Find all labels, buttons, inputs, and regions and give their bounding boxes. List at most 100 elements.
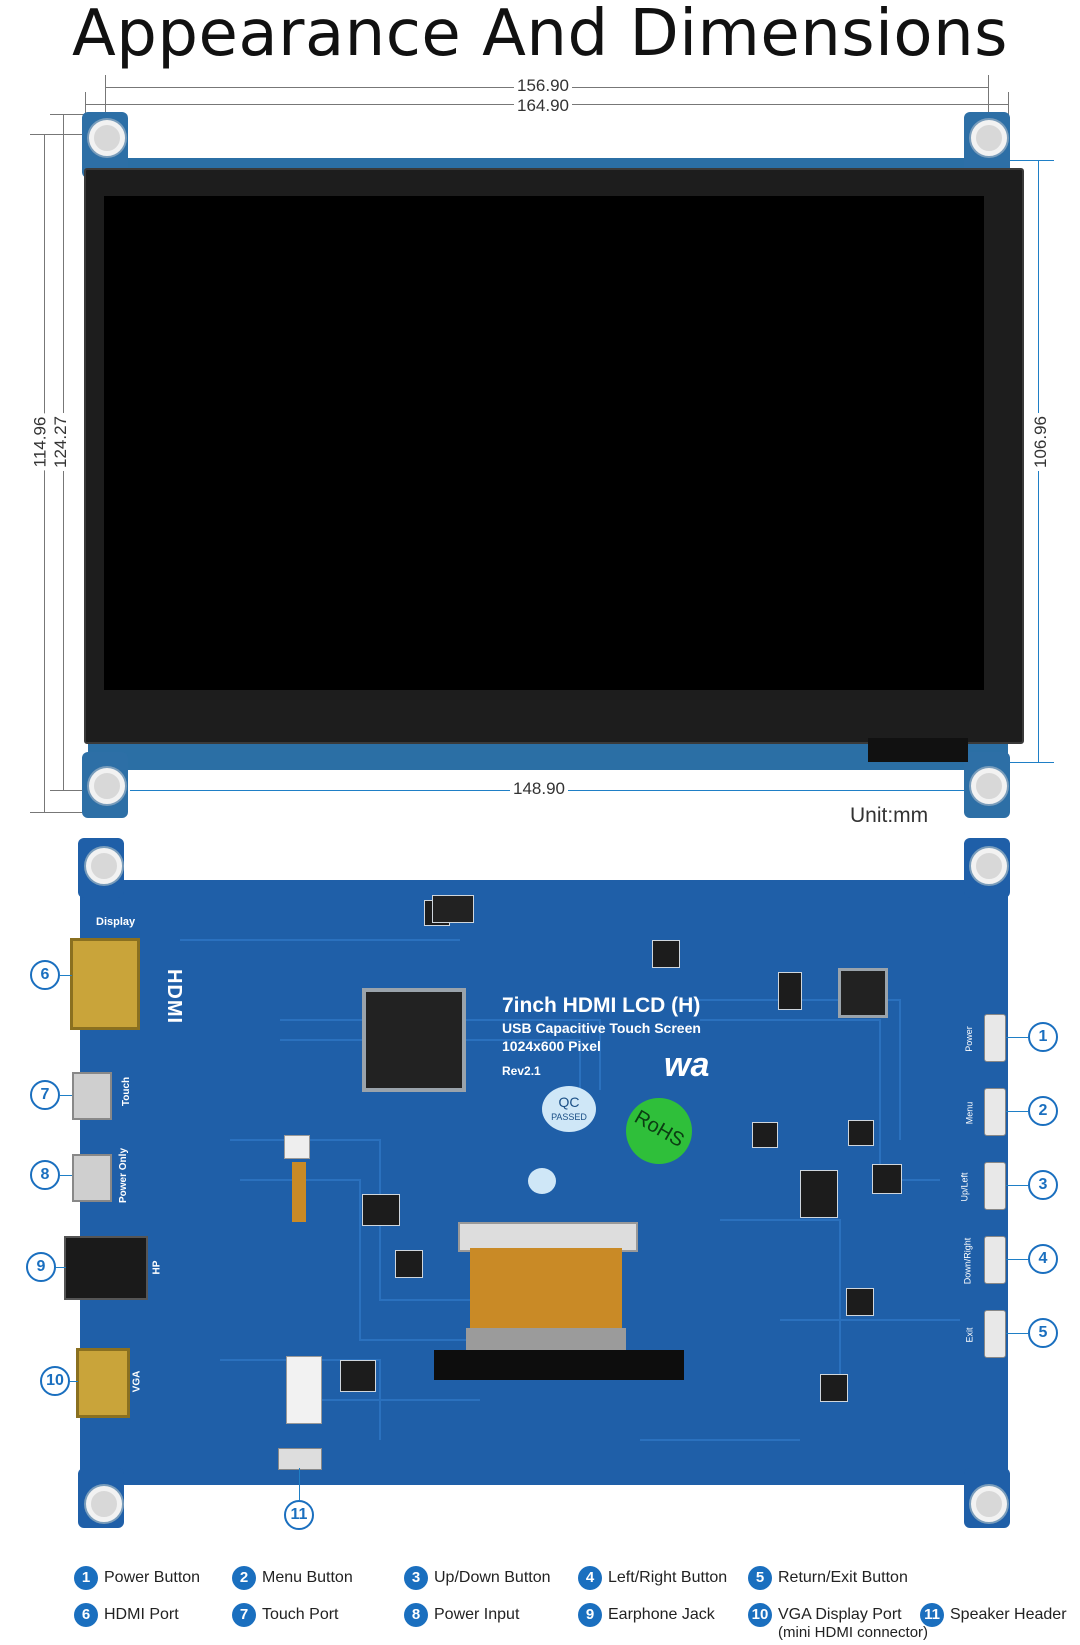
legend-num-4: 4 xyxy=(578,1566,602,1590)
legend-num-8: 8 xyxy=(404,1603,428,1627)
hdmi-port xyxy=(70,938,140,1030)
callout-leader xyxy=(56,1267,66,1268)
dim-left-outer: 124.27 xyxy=(51,413,71,471)
pcb-label-display: Display xyxy=(96,916,136,928)
rohs-sticker: RoHS xyxy=(626,1098,692,1164)
dim-ext-line xyxy=(1008,92,1009,122)
mount-hole xyxy=(86,1486,122,1522)
dim-ext-line xyxy=(30,134,85,135)
mount-hole xyxy=(971,1486,1007,1522)
legend-num-10: 10 xyxy=(748,1603,772,1627)
pcb-label-power-only: Power Only xyxy=(118,1147,130,1204)
smd-component xyxy=(820,1374,848,1402)
mount-hole xyxy=(86,848,122,884)
pcb-label-hp: HP xyxy=(151,1260,163,1275)
callout-leader xyxy=(1006,1259,1028,1260)
legend-label-6: HDMI Port xyxy=(104,1606,179,1623)
power-button[interactable] xyxy=(984,1014,1006,1062)
smd-component xyxy=(752,1122,778,1148)
dim-top-inner: 156.90 xyxy=(514,76,572,96)
legend-num-11: 11 xyxy=(920,1603,944,1627)
callout-leader xyxy=(1006,1333,1028,1334)
qc-passed-text: PASSED xyxy=(551,1112,587,1122)
btn-label-power: Power xyxy=(963,1026,974,1052)
btn-label-up-left: Up/Left xyxy=(959,1172,970,1202)
earphone-jack xyxy=(64,1236,148,1300)
qc-text: QC xyxy=(558,1094,580,1110)
callout-10: 10 xyxy=(40,1366,70,1396)
legend-label-5: Return/Exit Button xyxy=(778,1569,908,1586)
legend-label-10: VGA Display Port xyxy=(778,1606,902,1623)
callout-5: 5 xyxy=(1028,1318,1058,1348)
smd-component xyxy=(872,1164,902,1194)
smd-component xyxy=(340,1360,376,1392)
btn-label-menu: Menu xyxy=(964,1101,975,1125)
small-flex xyxy=(292,1162,306,1222)
mount-hole xyxy=(971,768,1007,804)
legend-label-1: Power Button xyxy=(104,1569,201,1586)
callout-leader xyxy=(1006,1111,1028,1112)
mount-hole xyxy=(971,848,1007,884)
callout-leader xyxy=(70,1381,78,1382)
legend-label-11: Speaker Header xyxy=(950,1606,1067,1623)
exit-button[interactable] xyxy=(984,1310,1006,1358)
legend-num-6: 6 xyxy=(74,1603,98,1627)
down-right-button[interactable] xyxy=(984,1236,1006,1284)
callout-1: 1 xyxy=(1028,1022,1058,1052)
btn-label-exit: Exit xyxy=(964,1327,975,1343)
callout-8: 8 xyxy=(30,1160,60,1190)
legend-note-10: (mini HDMI connector) xyxy=(778,1624,929,1641)
legend-label-4: Left/Right Button xyxy=(608,1569,728,1586)
smd-component xyxy=(778,972,802,1010)
fpc-cable xyxy=(470,1248,622,1330)
smd-component xyxy=(362,1194,400,1226)
rohs-text: RoHS xyxy=(630,1106,688,1152)
pcb-label-hdmi: HDMI xyxy=(163,968,186,1025)
dim-ext-line xyxy=(988,75,989,120)
mount-hole xyxy=(89,768,125,804)
dim-ext-line xyxy=(85,92,86,122)
legend-label-2: Menu Button xyxy=(262,1569,353,1586)
qc-sticker: QC PASSED xyxy=(542,1086,596,1132)
smd-component xyxy=(848,1120,874,1146)
small-connector xyxy=(284,1135,310,1159)
white-connector xyxy=(286,1356,322,1424)
up-left-button[interactable] xyxy=(984,1162,1006,1210)
page-title: Appearance And Dimensions xyxy=(72,0,1008,71)
callout-2: 2 xyxy=(1028,1096,1058,1126)
callout-leader xyxy=(60,1095,72,1096)
callout-11: 11 xyxy=(284,1500,314,1530)
dim-ext-line xyxy=(50,790,90,791)
callout-leader xyxy=(1006,1185,1028,1186)
dim-ext-line xyxy=(1000,762,1054,763)
pcb-label-vga: VGA xyxy=(131,1370,143,1393)
callout-leader xyxy=(299,1468,300,1500)
dim-line-left-outer xyxy=(44,134,45,812)
dim-ext-line xyxy=(1000,160,1054,161)
legend-num-7: 7 xyxy=(232,1603,256,1627)
touch-ic xyxy=(838,968,888,1018)
pcb-product-name: 7inch HDMI LCD (H) xyxy=(502,994,701,1017)
menu-button[interactable] xyxy=(984,1088,1006,1136)
legend-label-3: Up/Down Button xyxy=(434,1569,551,1586)
dim-ext-line xyxy=(30,812,85,813)
callout-6: 6 xyxy=(30,960,60,990)
legend-label-9: Earphone Jack xyxy=(608,1606,715,1623)
mount-hole xyxy=(971,120,1007,156)
legend-num-3: 3 xyxy=(404,1566,428,1590)
pcb-label-touch: Touch xyxy=(121,1076,133,1107)
legend-label-8: Power Input xyxy=(434,1606,520,1623)
smd-component xyxy=(800,1170,838,1218)
speaker-header xyxy=(278,1448,322,1470)
smd-component xyxy=(652,940,680,968)
callout-3: 3 xyxy=(1028,1170,1058,1200)
btn-label-down-right: Down/Right xyxy=(962,1237,973,1285)
legend-num-5: 5 xyxy=(748,1566,772,1590)
pcb-revision: Rev2.1 xyxy=(502,1064,541,1078)
smd-component xyxy=(432,895,474,923)
fpc-socket xyxy=(458,1222,638,1252)
legend-num-9: 9 xyxy=(578,1603,602,1627)
pcb-product-line3: 1024x600 Pixel xyxy=(502,1038,601,1054)
callout-leader xyxy=(60,975,72,976)
screen-display xyxy=(104,196,984,690)
